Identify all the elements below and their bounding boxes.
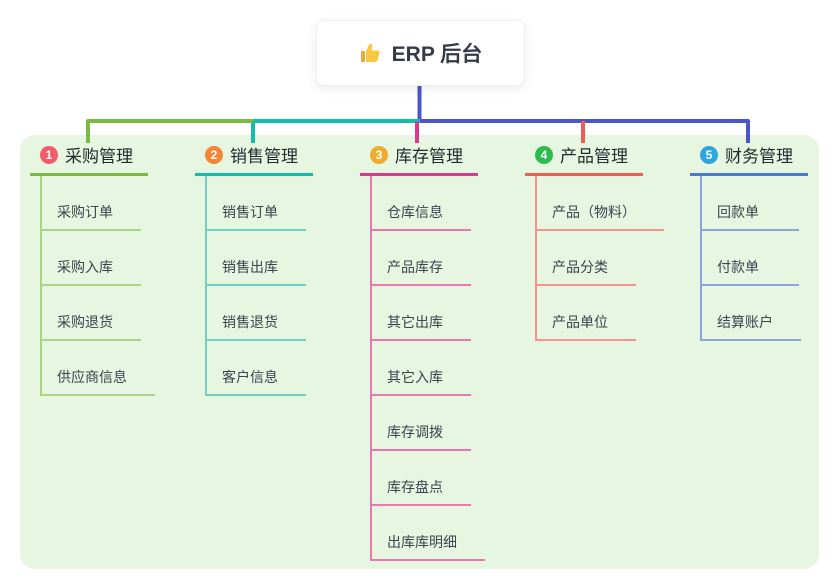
node-label: 库存调拨 (387, 424, 443, 440)
branch-column: 2 销售管理 销售订单销售出库销售退货客户信息 (195, 140, 313, 396)
node-label: 采购订单 (57, 204, 113, 220)
mindmap-node[interactable]: 库存调拨 (372, 396, 471, 451)
branch-children: 仓库信息产品库存其它出库其它入库库存调拨库存盘点出库库明细 (370, 176, 485, 561)
root-node[interactable]: ERP 后台 (316, 20, 525, 86)
branch-children: 产品（物料） 产品分类产品单位 (535, 176, 664, 341)
node-label: 供应商信息 (57, 369, 127, 385)
mindmap-node[interactable]: 销售订单 (207, 176, 306, 231)
branch-label: 产品管理 (560, 147, 628, 166)
node-label: 产品分类 (552, 259, 608, 275)
mindmap-node[interactable]: 出库库明细 (372, 506, 485, 561)
branch-number-badge: 2 (205, 145, 223, 164)
mindmap-node[interactable]: 供应商信息 (42, 341, 155, 396)
branch-header[interactable]: 1 采购管理 (30, 140, 148, 176)
mindmap-node[interactable]: 库存盘点 (372, 451, 471, 506)
branch-column: 4 产品管理 产品（物料） 产品分类产品单位 (525, 140, 664, 341)
branch-label: 库存管理 (395, 147, 463, 166)
branch-number-badge: 1 (40, 145, 58, 164)
node-label: 仓库信息 (387, 204, 443, 220)
node-label: 回款单 (717, 204, 759, 220)
node-label: 付款单 (717, 259, 759, 275)
branch-column: 1 采购管理 采购订单采购入库采购退货供应商信息 (30, 140, 155, 396)
node-label: 结算账户 (717, 314, 773, 330)
node-label: 采购退货 (57, 314, 113, 330)
mindmap-node[interactable]: 采购入库 (42, 231, 141, 286)
node-label: 销售出库 (222, 259, 278, 275)
root-label: ERP 后台 (391, 43, 483, 66)
mindmap-node[interactable]: 产品单位 (537, 286, 636, 341)
node-label: 其它入库 (387, 369, 443, 385)
mindmap-node[interactable]: 其它入库 (372, 341, 471, 396)
branch-header[interactable]: 4 产品管理 (525, 140, 643, 176)
mindmap-node[interactable]: 产品分类 (537, 231, 636, 286)
node-label: 产品单位 (552, 314, 608, 330)
mindmap-node[interactable]: 其它出库 (372, 286, 471, 341)
node-label: 出库库明细 (387, 534, 457, 550)
mindmap-node[interactable]: 产品库存 (372, 231, 471, 286)
node-label: 销售订单 (222, 204, 278, 220)
mindmap-node[interactable]: 采购订单 (42, 176, 141, 231)
node-label: 采购入库 (57, 259, 113, 275)
branches-panel (20, 135, 819, 569)
branch-header[interactable]: 2 销售管理 (195, 140, 313, 176)
mindmap-node[interactable]: 仓库信息 (372, 176, 471, 231)
mindmap-node[interactable]: 结算账户 (702, 286, 801, 341)
node-label: 客户信息 (222, 369, 278, 385)
node-label: 产品（物料） (552, 204, 636, 220)
mindmap-node[interactable]: 客户信息 (207, 341, 306, 396)
node-label: 产品库存 (387, 259, 443, 275)
mindmap-node[interactable]: 采购退货 (42, 286, 141, 341)
mindmap-node[interactable]: 销售退货 (207, 286, 306, 341)
branch-children: 回款单付款单结算账户 (700, 176, 808, 341)
thumbs-up-icon (359, 41, 383, 65)
branch-column: 3 库存管理 仓库信息产品库存其它出库其它入库库存调拨库存盘点出库库明细 (360, 140, 485, 561)
branch-header[interactable]: 5 财务管理 (690, 140, 808, 176)
branch-number-badge: 3 (370, 145, 388, 164)
mindmap-node[interactable]: 产品（物料） (537, 176, 664, 231)
branch-children: 销售订单销售出库销售退货客户信息 (205, 176, 313, 396)
branch-number-badge: 4 (535, 145, 553, 164)
branch-header[interactable]: 3 库存管理 (360, 140, 478, 176)
branch-label: 销售管理 (230, 147, 298, 166)
branch-column: 5 财务管理 回款单付款单结算账户 (690, 140, 808, 341)
branch-label: 财务管理 (725, 147, 793, 166)
node-label: 销售退货 (222, 314, 278, 330)
mindmap-node[interactable]: 销售出库 (207, 231, 306, 286)
mindmap-node[interactable]: 回款单 (702, 176, 799, 231)
node-label: 其它出库 (387, 314, 443, 330)
mindmap-node[interactable]: 付款单 (702, 231, 799, 286)
node-label: 库存盘点 (387, 479, 443, 495)
branch-number-badge: 5 (700, 145, 718, 164)
branch-children: 采购订单采购入库采购退货供应商信息 (40, 176, 155, 396)
branch-label: 采购管理 (65, 147, 133, 166)
